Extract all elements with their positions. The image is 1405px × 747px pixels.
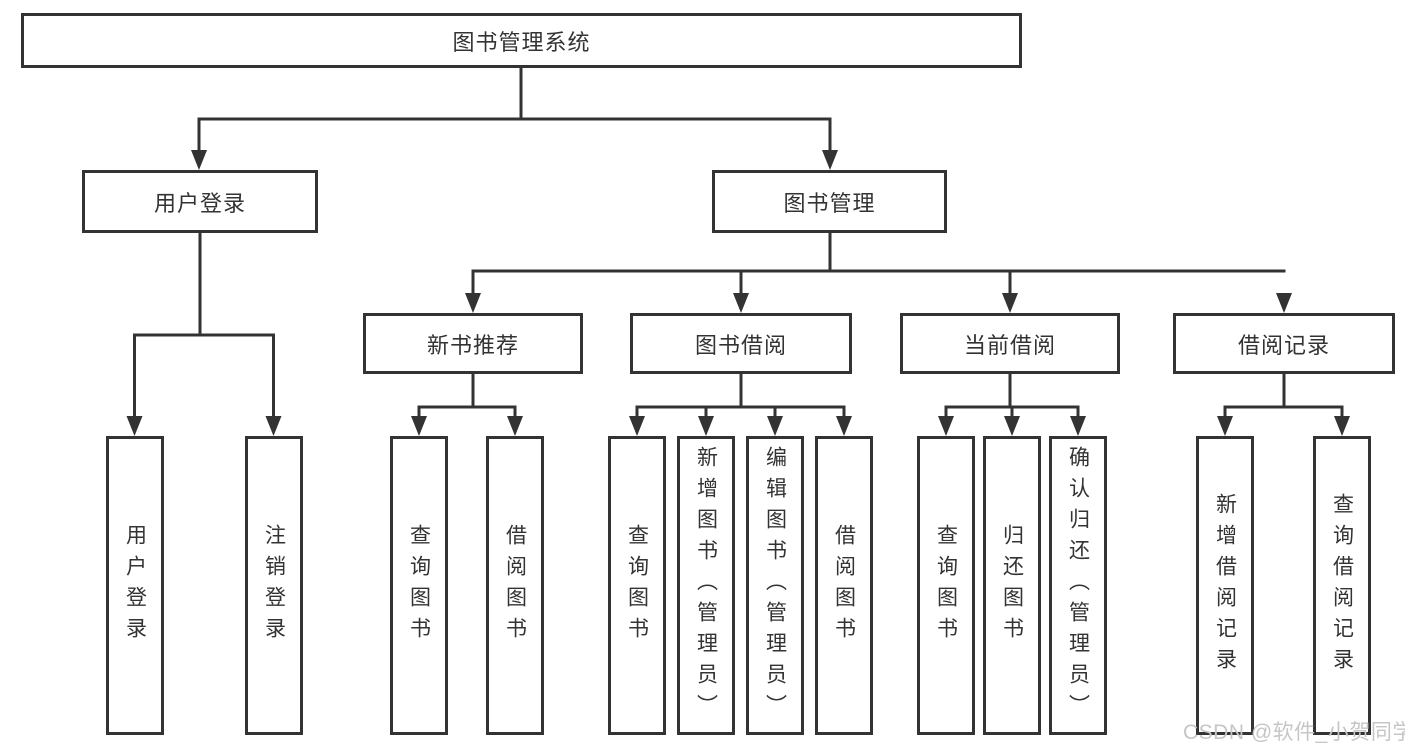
node-label: 查询借阅记录 <box>1330 492 1354 679</box>
leaf-add-book-admin: 新增图书（管理员） <box>677 436 735 735</box>
node-label: 借阅记录 <box>1237 332 1330 358</box>
node-label: 图书管理 <box>783 190 876 216</box>
node-root-library-system: 图书管理系统 <box>21 13 1022 68</box>
node-label: 查询图书 <box>407 523 431 648</box>
node-label: 查询图书 <box>934 523 958 648</box>
node-label: 用户登录 <box>153 190 246 216</box>
leaf-return-book: 归还图书 <box>983 436 1041 735</box>
node-label: 当前借阅 <box>963 332 1056 358</box>
leaf-user-login: 用户登录 <box>106 436 164 735</box>
leaf-query-book-borrow: 查询图书 <box>608 436 666 735</box>
node-label: 新增借阅记录 <box>1213 492 1237 679</box>
node-label: 新增图书（管理员） <box>694 446 718 725</box>
node-label: 编辑图书（管理员） <box>763 446 787 725</box>
node-new-book-recommend: 新书推荐 <box>363 313 583 374</box>
node-label: 新书推荐 <box>426 332 519 358</box>
leaf-confirm-return-admin: 确认归还（管理员） <box>1049 436 1107 735</box>
leaf-logout: 注销登录 <box>245 436 303 735</box>
leaf-query-borrow-record: 查询借阅记录 <box>1313 436 1371 735</box>
node-label: 借阅图书 <box>832 523 856 648</box>
node-borrow-records: 借阅记录 <box>1173 313 1395 374</box>
leaf-add-borrow-record: 新增借阅记录 <box>1196 436 1254 735</box>
node-label: 确认归还（管理员） <box>1066 446 1090 725</box>
leaf-borrow-book-recommend: 借阅图书 <box>486 436 544 735</box>
node-label: 归还图书 <box>1000 523 1024 648</box>
leaf-query-book-current: 查询图书 <box>917 436 975 735</box>
node-label: 图书管理系统 <box>452 29 591 55</box>
node-book-management: 图书管理 <box>712 170 947 233</box>
leaf-edit-book-admin: 编辑图书（管理员） <box>746 436 804 735</box>
node-current-borrow: 当前借阅 <box>900 313 1120 374</box>
node-label: 用户登录 <box>123 523 147 648</box>
node-user-login: 用户登录 <box>82 170 318 233</box>
leaf-query-book-recommend: 查询图书 <box>390 436 448 735</box>
node-label: 查询图书 <box>625 523 649 648</box>
node-label: 借阅图书 <box>503 523 527 648</box>
leaf-borrow-book: 借阅图书 <box>815 436 873 735</box>
csdn-watermark: CSDN @软件_小贺同学 <box>1183 721 1405 744</box>
node-label: 注销登录 <box>262 523 286 648</box>
node-book-borrow: 图书借阅 <box>630 313 852 374</box>
node-label: 图书借阅 <box>694 332 787 358</box>
